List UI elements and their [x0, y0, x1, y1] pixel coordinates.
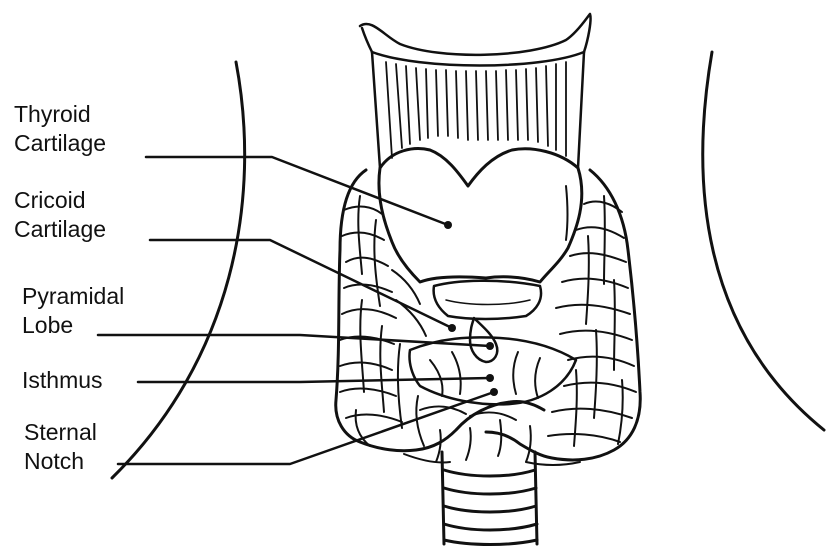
label-sternal-line2: Notch: [24, 447, 97, 476]
leader-isthmus: [138, 378, 490, 382]
label-pyramidal-line2: Lobe: [22, 311, 124, 340]
label-pyramidal-lobe: Pyramidal Lobe: [22, 282, 124, 340]
neck-outline-right: [703, 52, 824, 430]
cricoid-cartilage-shape: [434, 281, 541, 319]
pyramidal-lobe-shape: [470, 318, 497, 362]
leader-dots: [444, 221, 498, 396]
label-cricoid-cartilage: Cricoid Cartilage: [14, 186, 106, 244]
thyroid-cartilage-shape: [379, 149, 582, 282]
label-thyroid-line2: Cartilage: [14, 129, 106, 158]
leader-lines: [98, 157, 494, 464]
label-isthmus: Isthmus: [22, 366, 103, 395]
leader-thyroid-cartilage: [146, 157, 448, 225]
label-pyramidal-line1: Pyramidal: [22, 282, 124, 311]
label-sternal-notch: Sternal Notch: [24, 418, 97, 476]
label-cricoid-line2: Cartilage: [14, 215, 106, 244]
left-lobe-lobules: [340, 196, 426, 446]
trachea: [442, 452, 537, 545]
label-cricoid-line1: Cricoid: [14, 186, 106, 215]
label-thyroid-cartilage: Thyroid Cartilage: [14, 100, 106, 158]
label-isthmus-line1: Isthmus: [22, 366, 103, 395]
membrane-striations: [386, 62, 566, 158]
label-sternal-line1: Sternal: [24, 418, 97, 447]
label-thyroid-line1: Thyroid: [14, 100, 106, 129]
left-lobe-outline: [336, 170, 544, 451]
neck-outline-left: [112, 62, 245, 478]
